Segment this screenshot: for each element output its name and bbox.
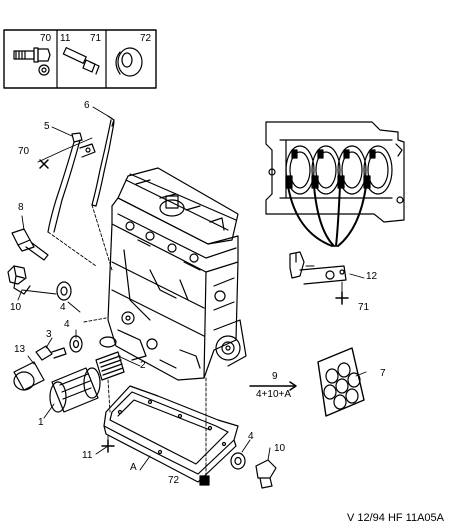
callout-8: 8 <box>18 202 24 213</box>
callout-A: A <box>130 462 137 473</box>
callout-4-middle: 4 <box>64 319 70 330</box>
callout-2: 2 <box>140 360 146 371</box>
leader-lines <box>17 106 367 479</box>
callout-9: 9 <box>272 371 278 382</box>
dipstick-tube <box>47 132 96 233</box>
callout-1: 1 <box>38 417 44 428</box>
callout-5: 5 <box>44 121 50 132</box>
callout-71: 71 <box>358 302 370 313</box>
bolt-set <box>317 347 365 417</box>
callout-6: 6 <box>84 100 90 111</box>
crankcase-detail <box>265 121 405 247</box>
torque-markers <box>39 159 349 453</box>
drawing-reference: V 12/94 HF 11A05A <box>346 512 444 524</box>
engine-block <box>107 167 247 381</box>
arrow-icon <box>249 381 297 391</box>
callout-10-right: 10 <box>274 443 286 454</box>
legend-label-72: 72 <box>140 33 152 44</box>
legend-label-71: 71 <box>90 33 102 44</box>
flanged-bolt-icon <box>13 47 51 76</box>
drain-plug-right <box>230 452 277 489</box>
callout-4-lower: 4 <box>248 431 254 442</box>
drain-plug-left <box>7 265 72 301</box>
callout-12: 12 <box>366 271 378 282</box>
long-bolt-icon <box>62 47 100 75</box>
callout-4-upper: 4 <box>60 302 66 313</box>
callout-70: 70 <box>18 146 30 157</box>
callout-7: 7 <box>380 368 386 379</box>
oil-pressure-sender <box>11 228 49 261</box>
legend-label-70: 70 <box>40 33 52 44</box>
legend-label-11: 11 <box>60 33 71 44</box>
callout-13: 13 <box>14 344 26 355</box>
oil-sump <box>103 385 239 483</box>
oil-jet-bracket <box>289 251 347 285</box>
legend-box <box>3 29 157 89</box>
square-marker-icon <box>199 475 210 486</box>
callout-11: 11 <box>82 450 93 461</box>
dipstick <box>91 115 115 207</box>
callout-72: 72 <box>168 475 180 486</box>
oil-filter-assembly <box>13 335 101 413</box>
relief-valve-spring <box>95 336 125 381</box>
washer-nut-icon <box>115 47 143 77</box>
callout-10-left: 10 <box>10 302 22 313</box>
callout-4-10-A: 4+10+A <box>256 389 292 400</box>
callout-3: 3 <box>46 329 52 340</box>
